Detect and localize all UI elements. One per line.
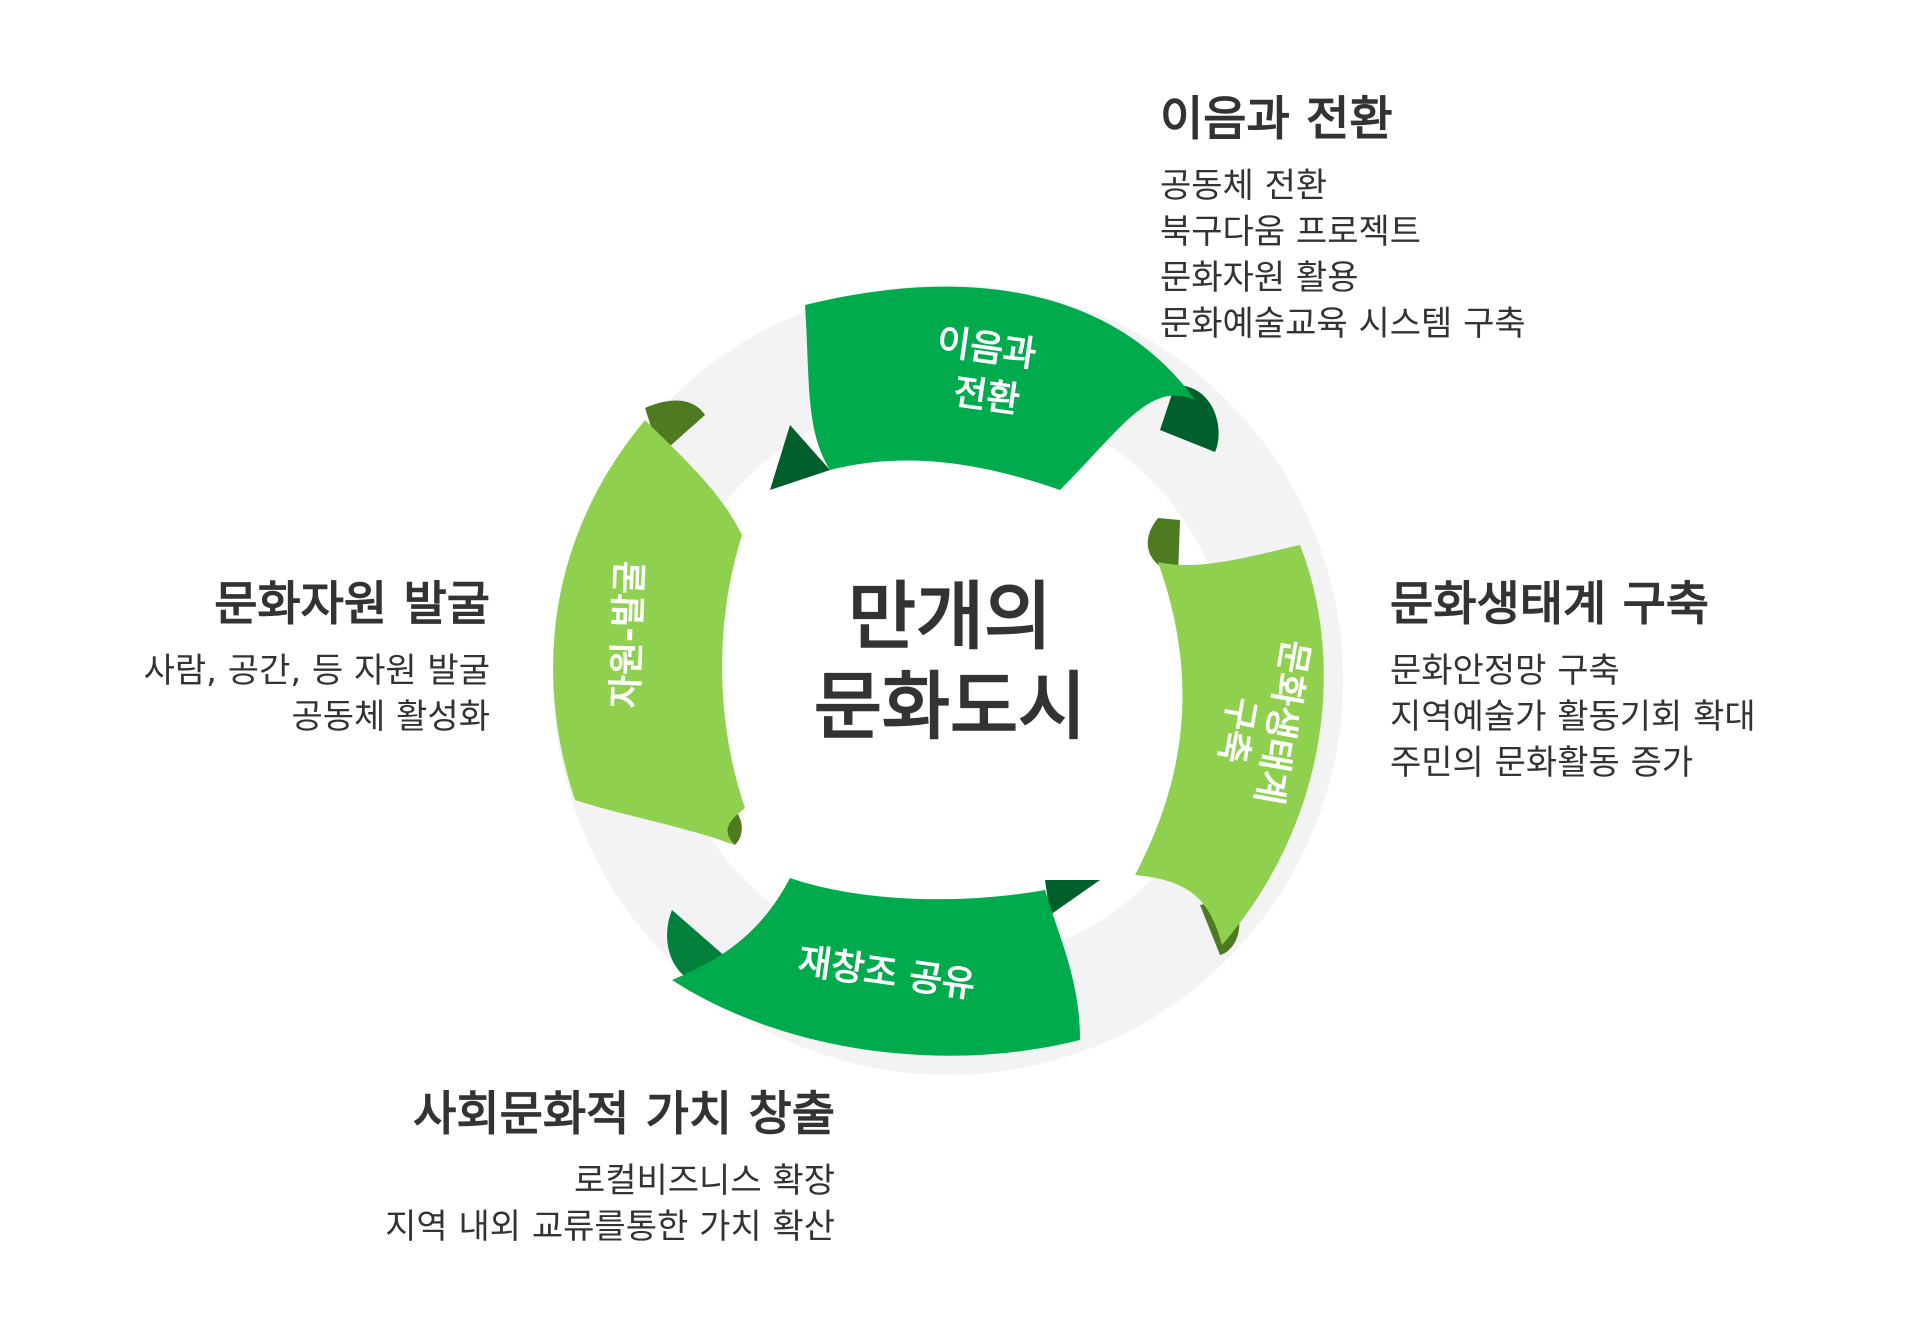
block-top-right: 이음과 전환 공동체 전환 북구다움 프로젝트 문화자원 활용 문화예술교육 시… xyxy=(1160,80,1526,347)
segment-right-fold-top xyxy=(1147,518,1180,575)
block-right-line: 문화안정망 구축 xyxy=(1390,651,1620,691)
segment-right: 문화생태계 구축 xyxy=(1135,518,1324,955)
block-bottom: 사회문화적 가치 창출 로컬비즈니스 확장 지역 내외 교류를통한 가치 확산 xyxy=(385,1075,835,1250)
segment-top-band xyxy=(805,286,1195,490)
block-top-right-line: 북구다움 프로젝트 xyxy=(1160,212,1422,252)
block-left-line: 사람, 공간, 등 자원 발굴 xyxy=(143,651,490,691)
block-bottom-title: 사회문화적 가치 창출 xyxy=(413,1087,835,1142)
block-top-right-line: 문화예술교육 시스템 구축 xyxy=(1160,304,1526,344)
block-bottom-line: 로컬비즈니스 확장 xyxy=(573,1161,835,1201)
segment-bottom: 재창조 공유 xyxy=(667,878,1100,1056)
segment-bottom-fold-right xyxy=(1045,880,1100,915)
center-title-line2: 문화도시 xyxy=(814,664,1086,750)
block-left-title: 문화자원 발굴 xyxy=(214,577,490,632)
segment-top: 이음과 전환 xyxy=(770,286,1219,490)
segment-top-fold-right xyxy=(1160,385,1219,452)
block-right-line: 주민의 문화활동 증가 xyxy=(1390,743,1694,783)
segment-top-fold-left xyxy=(770,425,830,490)
segment-left-label: 자원-발굴 xyxy=(605,560,651,709)
block-right: 문화생태계 구축 문화안정망 구축 지역예술가 활동기회 확대 주민의 문화활동… xyxy=(1390,565,1756,786)
block-bottom-line: 지역 내외 교류를통한 가치 확산 xyxy=(385,1207,835,1247)
segment-bottom-band xyxy=(672,878,1080,1056)
block-right-line: 지역예술가 활동기회 확대 xyxy=(1390,697,1756,737)
block-top-right-line: 문화자원 활용 xyxy=(1160,258,1359,298)
block-right-title: 문화생태계 구축 xyxy=(1390,577,1710,632)
block-top-right-title: 이음과 전환 xyxy=(1160,92,1393,147)
block-top-right-line: 공동체 전환 xyxy=(1160,166,1328,206)
block-left-line: 공동체 활성화 xyxy=(291,697,491,737)
segment-top-label-2: 전환 xyxy=(951,372,1022,422)
segment-left-band xyxy=(553,420,745,845)
block-left: 문화자원 발굴 사람, 공간, 등 자원 발굴 공동체 활성화 xyxy=(144,565,490,740)
center-title-line1: 만개의 xyxy=(848,574,1052,660)
segment-left: 자원-발굴 xyxy=(553,400,745,845)
segment-right-band xyxy=(1135,545,1324,945)
